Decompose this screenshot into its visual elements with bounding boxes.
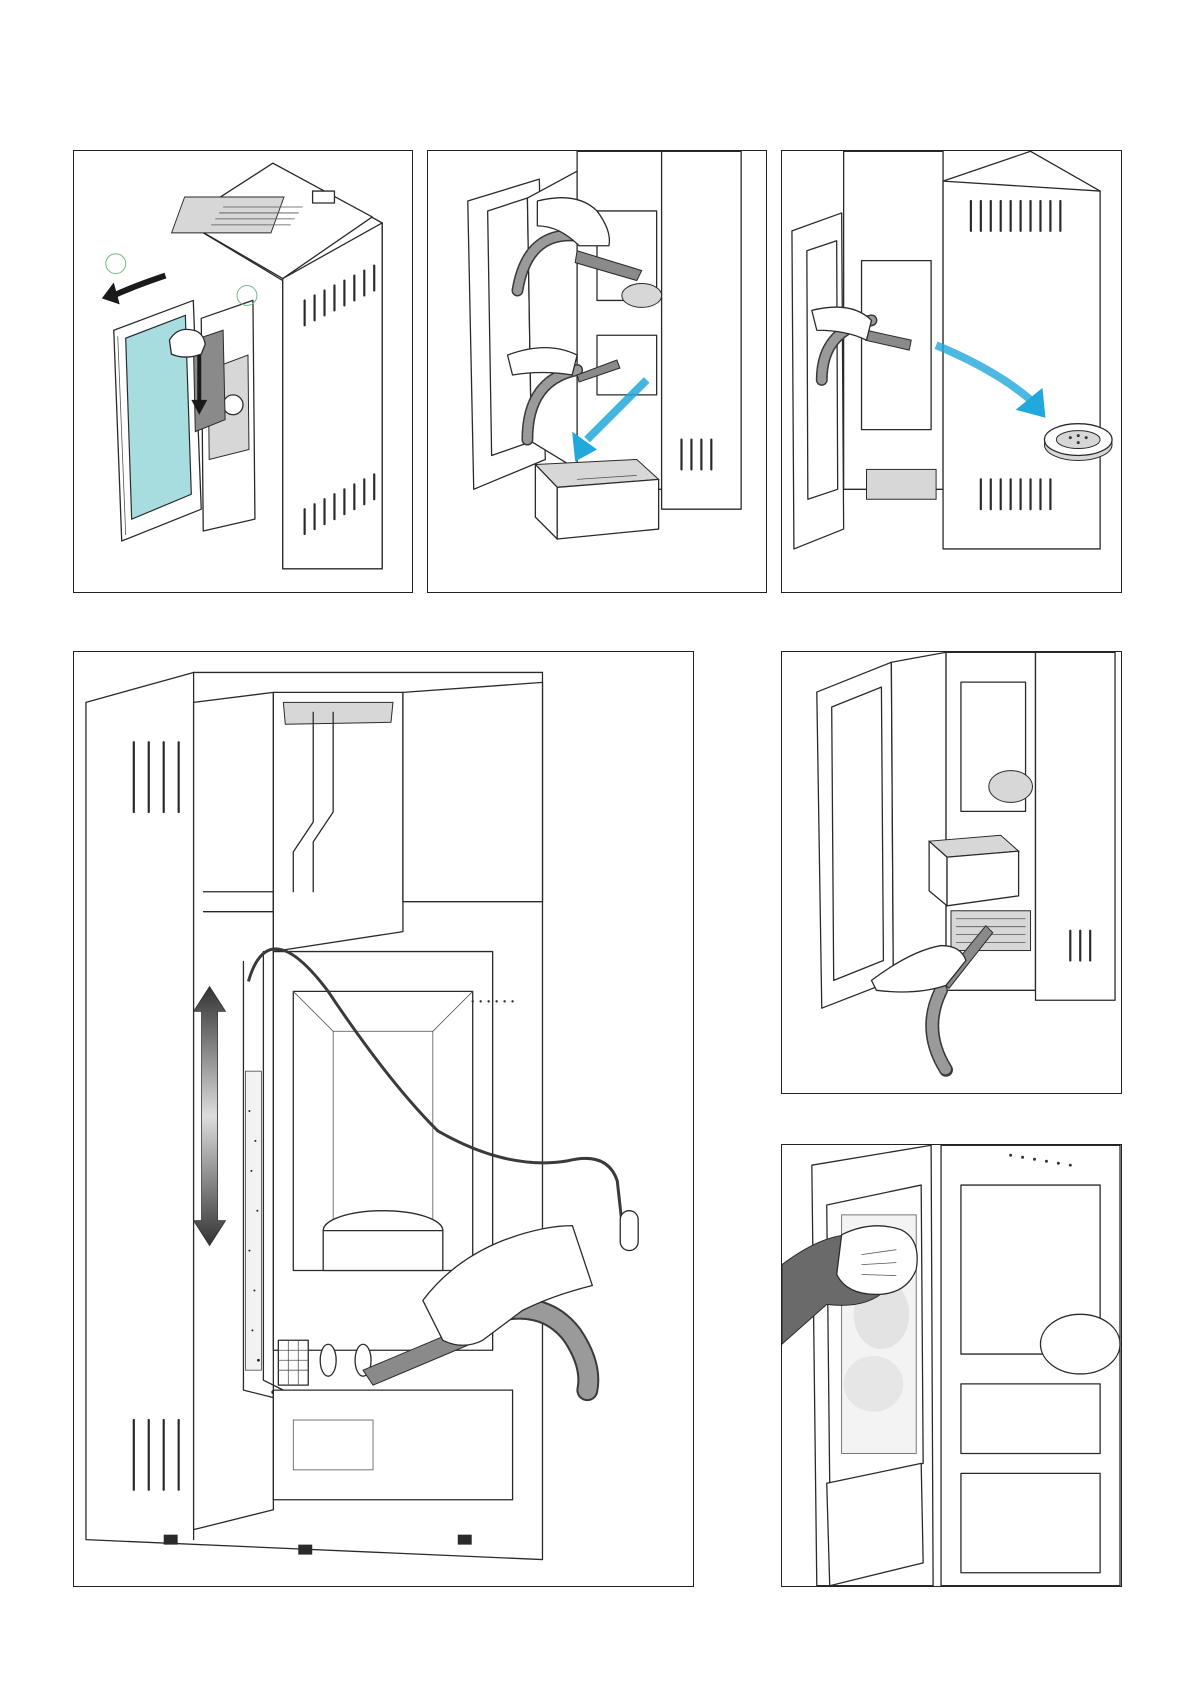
flue-vacuum-illustration xyxy=(74,652,693,1586)
stove-door-open-illustration xyxy=(74,151,412,592)
panel-open-door xyxy=(73,150,413,593)
ash-compartment-vacuum-illustration xyxy=(782,652,1121,1093)
glass-cleaning-illustration xyxy=(782,1145,1121,1586)
brazier-removal-illustration xyxy=(782,151,1121,592)
brazier-pot xyxy=(1044,424,1112,461)
panel-vacuum-ash-compartment xyxy=(781,651,1122,1094)
panel-remove-brazier xyxy=(781,150,1122,593)
step-marker-a xyxy=(106,254,126,274)
panel-remove-ash-drawer xyxy=(427,150,767,593)
brush-cleaner-end xyxy=(620,1211,638,1251)
panel-clean-door-glass xyxy=(781,1144,1122,1587)
panel-vacuum-flue-passage xyxy=(73,651,694,1587)
ash-drawer-removal-illustration xyxy=(428,151,766,592)
rotate-arrow-icon xyxy=(102,276,166,305)
